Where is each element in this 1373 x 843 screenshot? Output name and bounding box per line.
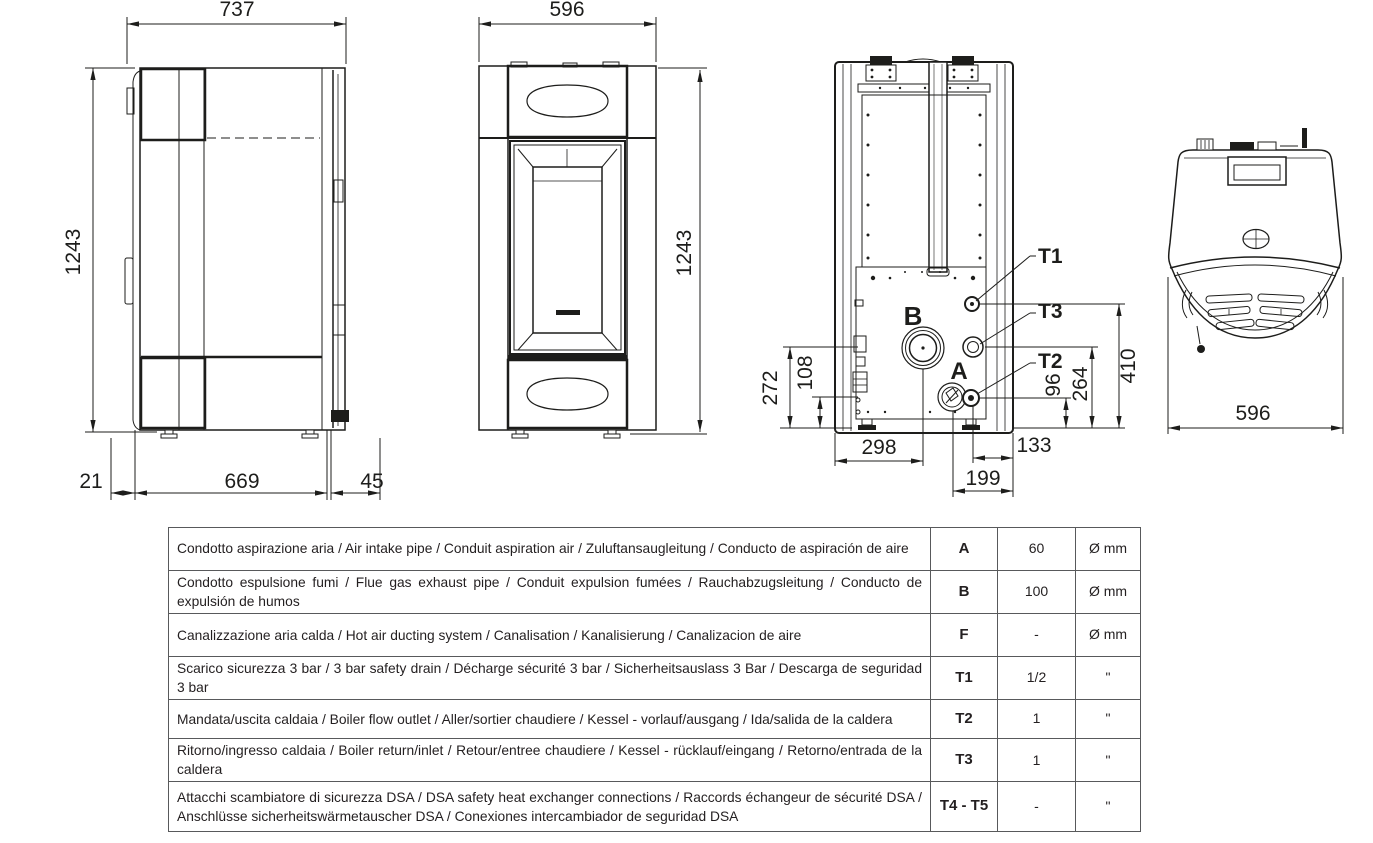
pull-knob — [1196, 325, 1205, 353]
air-intake-a — [937, 382, 967, 412]
spec-row: Canalizzazione aria calda / Hot air duct… — [168, 613, 1141, 658]
spec-symbol: T2 — [930, 699, 998, 740]
spec-symbol: T3 — [930, 738, 998, 783]
dim-front-height: 1243 — [673, 230, 696, 277]
label-a: A — [950, 358, 967, 385]
dim-a-height: 108 — [794, 355, 817, 390]
rear-view-outline — [834, 56, 1014, 434]
connection-t1 — [964, 296, 980, 312]
stove-dimension-drawing: 737 1243 21 669 45 — [62, 0, 1344, 500]
spec-symbol: A — [930, 527, 998, 571]
rear-view-dimensions: 272 108 96 264 410 298 133 199 — [759, 303, 1140, 497]
rear-view-labels: B A T1 T3 T2 — [904, 245, 1063, 395]
connection-t3 — [962, 336, 984, 358]
rear-hinge — [947, 56, 979, 82]
spec-value: - — [997, 613, 1076, 658]
spec-row: Mandata/uscita caldaia / Boiler flow out… — [168, 699, 1141, 740]
rear-hinge — [865, 56, 897, 82]
front-foot — [603, 429, 621, 439]
front-view-outline — [478, 61, 657, 439]
label-t2: T2 — [1038, 350, 1063, 373]
dim-side-base-right: 45 — [360, 470, 383, 493]
top-view: 596 — [1167, 128, 1344, 434]
dim-b-height: 272 — [759, 370, 782, 405]
dim-t1-height: 410 — [1117, 348, 1140, 383]
front-view-dimensions: 596 1243 — [478, 0, 707, 435]
spec-value: 1 — [997, 738, 1076, 783]
dim-front-width: 596 — [549, 0, 584, 21]
spec-description: Condotto aspirazione aria / Air intake p… — [168, 527, 931, 571]
spec-description: Scarico sicurezza 3 bar / 3 bar safety d… — [168, 656, 931, 701]
spec-unit: " — [1075, 699, 1141, 740]
spec-unit: Ø mm — [1075, 613, 1141, 658]
rear-foot — [858, 418, 876, 430]
spec-value: - — [997, 781, 1076, 833]
spec-value: 1 — [997, 699, 1076, 740]
dim-side-base-left: 21 — [79, 470, 102, 493]
spec-value: 60 — [997, 527, 1076, 571]
rear-view: B A T1 T3 T2 272 108 — [759, 56, 1140, 497]
spec-row: Condotto espulsione fumi / Flue gas exha… — [168, 569, 1141, 615]
vent-slots — [1181, 289, 1329, 331]
spec-value: 1/2 — [997, 656, 1076, 701]
spec-unit: " — [1075, 781, 1141, 833]
spec-symbol: F — [930, 613, 998, 658]
spec-unit: " — [1075, 656, 1141, 701]
side-foot — [160, 429, 178, 439]
spec-row: Condotto aspirazione aria / Air intake p… — [168, 527, 1141, 571]
spec-description: Canalizzazione aria calda / Hot air duct… — [168, 613, 931, 658]
antenna — [1302, 128, 1307, 148]
connections-spec-table: Condotto aspirazione aria / Air intake p… — [168, 527, 1141, 833]
spec-row: Scarico sicurezza 3 bar / 3 bar safety d… — [168, 656, 1141, 701]
side-view-outline — [124, 67, 349, 439]
rear-control-panel — [852, 299, 868, 415]
spec-unit: " — [1075, 738, 1141, 783]
spec-symbol: B — [930, 569, 998, 615]
top-view-dimensions: 596 — [1167, 277, 1344, 434]
top-view-outline — [1167, 128, 1343, 353]
spec-symbol: T1 — [930, 656, 998, 701]
spec-value: 100 — [997, 569, 1076, 615]
side-foot — [301, 429, 319, 439]
dim-t3-height: 264 — [1069, 366, 1092, 401]
dim-a-offset: 199 — [965, 467, 1000, 490]
spec-description: Ritorno/ingresso caldaia / Boiler return… — [168, 738, 931, 783]
side-view: 737 1243 21 669 45 — [62, 0, 384, 500]
spec-description: Attacchi scambiatore di sicurezza DSA / … — [168, 781, 931, 833]
dim-t-offset: 133 — [1016, 434, 1051, 457]
display-panel — [1227, 156, 1287, 186]
front-foot — [511, 429, 529, 439]
dim-top-width: 596 — [1235, 402, 1270, 425]
spec-description: Mandata/uscita caldaia / Boiler flow out… — [168, 699, 931, 740]
connection-t2 — [962, 389, 980, 407]
spec-unit: Ø mm — [1075, 569, 1141, 615]
dim-side-height: 1243 — [62, 229, 85, 276]
front-view: 596 1243 — [478, 0, 707, 439]
side-view-dimensions: 737 1243 21 669 45 — [62, 0, 384, 500]
label-t1: T1 — [1038, 245, 1063, 268]
spec-symbol: T4 - T5 — [930, 781, 998, 833]
rear-foot — [962, 418, 980, 430]
dim-t2-height: 96 — [1042, 373, 1065, 396]
label-b: B — [904, 301, 923, 331]
flue-outlet-b — [901, 326, 945, 370]
spec-unit: Ø mm — [1075, 527, 1141, 571]
rear-screws — [866, 113, 982, 414]
spec-row: Ritorno/ingresso caldaia / Boiler return… — [168, 738, 1141, 783]
dim-b-offset: 298 — [861, 436, 896, 459]
label-t3: T3 — [1038, 300, 1063, 323]
dim-side-width: 737 — [219, 0, 254, 21]
spec-row: Attacchi scambiatore di sicurezza DSA / … — [168, 781, 1141, 833]
spec-description: Condotto espulsione fumi / Flue gas exha… — [168, 569, 931, 615]
dim-side-base-center: 669 — [224, 470, 259, 493]
round-cap — [1242, 228, 1270, 250]
